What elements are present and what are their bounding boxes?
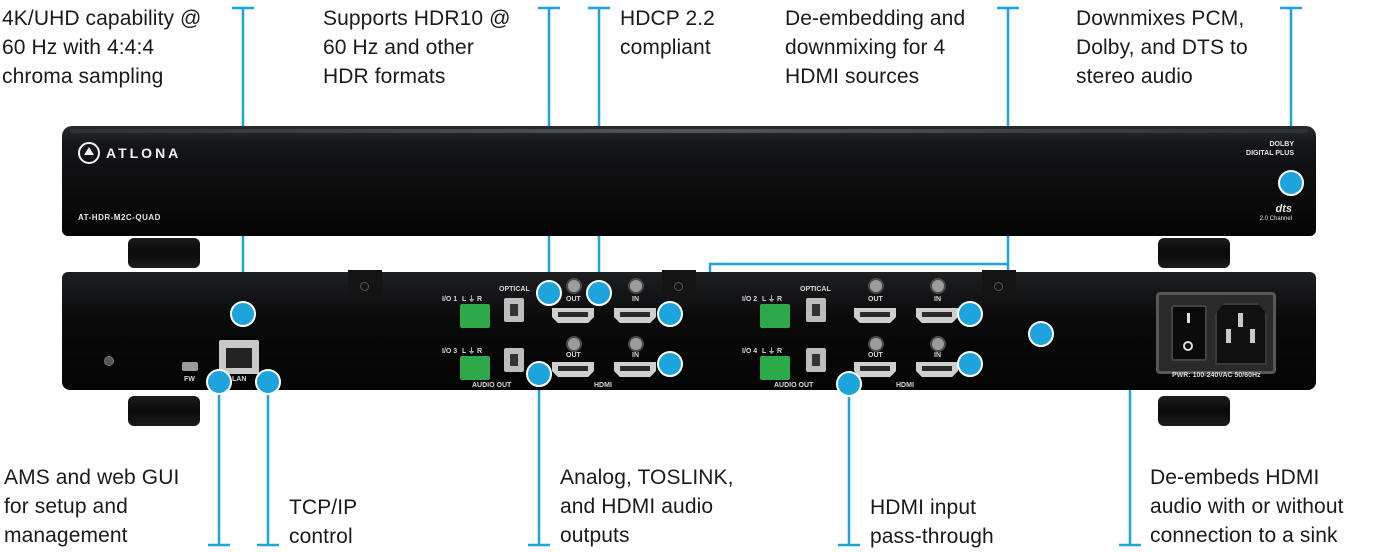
hdmi-screw — [930, 278, 946, 294]
hdmi-in-port — [916, 362, 958, 377]
iec-power-connector — [1215, 303, 1267, 365]
hdmi-screw — [566, 278, 582, 294]
in-label: IN — [632, 352, 639, 359]
power-switch — [1171, 305, 1207, 361]
front-foot-left — [128, 238, 200, 268]
power-inlet-module — [1156, 292, 1276, 374]
callout-audio-outputs: Analog, TOSLINK, and HDMI audio outputs — [560, 466, 734, 547]
audio-terminal — [760, 304, 790, 328]
optical-port — [806, 348, 826, 372]
io4-label: I/O 4 — [742, 348, 758, 355]
callout-hdcp: HDCP 2.2 compliant — [620, 7, 715, 59]
hdmi-screw — [628, 336, 644, 352]
out-label: OUT — [868, 296, 883, 303]
hdmi-out-port — [552, 362, 594, 377]
lr-label: L ⏚ R — [762, 348, 783, 355]
model-label: AT-HDR-M2C-QUAD — [78, 213, 161, 222]
lr-label: L ⏚ R — [462, 296, 483, 303]
device-front-panel: ATLONA AT-HDR-M2C-QUAD DOLBY DIGITAL PLUS… — [62, 126, 1316, 236]
callout-hdmi-passthrough: HDMI input pass-through — [870, 496, 994, 548]
power-rating-label: PWR: 100-240VAC 50/60Hz — [1172, 372, 1261, 379]
audio-terminal — [460, 304, 490, 328]
brand-text: ATLONA — [106, 145, 182, 161]
io3-label: I/O 3 — [442, 348, 458, 355]
out-label: OUT — [566, 296, 581, 303]
rear-foot-left — [128, 396, 200, 426]
hdmi-out-port — [854, 362, 896, 377]
dolby-text: DOLBY — [1269, 141, 1295, 148]
callout-hdr10: Supports HDR10 @ 60 Hz and other HDR for… — [323, 7, 511, 88]
rear-foot-right — [1158, 396, 1230, 426]
optical-port — [504, 348, 524, 372]
lan-port — [219, 340, 259, 374]
callout-deembedding: De-embedding and downmixing for 4 HDMI s… — [785, 7, 966, 88]
hdmi-screw — [868, 278, 884, 294]
atlona-logo: ATLONA — [78, 142, 181, 164]
hdmi-label: HDMI — [896, 382, 914, 389]
callout-ams-web-gui: AMS and web GUI for setup and management — [4, 466, 180, 547]
hdmi-in-port — [916, 308, 958, 323]
io2-label: I/O 2 — [742, 296, 758, 303]
dts-text: dts — [1275, 203, 1293, 215]
out-label: OUT — [566, 352, 581, 359]
hdmi-screw — [868, 336, 884, 352]
usb-fw-port — [182, 362, 198, 371]
in-label: IN — [934, 352, 941, 359]
optical-port — [806, 298, 826, 322]
mount-tab — [662, 270, 696, 300]
dolby-sub-text: DIGITAL PLUS — [1246, 150, 1294, 157]
status-led — [104, 356, 114, 366]
audio-out-label: AUDIO OUT — [472, 382, 512, 389]
hdmi-screw — [566, 336, 582, 352]
atlona-logo-icon — [78, 142, 100, 164]
hdmi-in-port — [614, 308, 656, 323]
in-label: IN — [632, 296, 639, 303]
audio-terminal — [760, 356, 790, 380]
fw-label: FW — [184, 376, 195, 383]
io1-label: I/O 1 — [442, 296, 458, 303]
lan-label: LAN — [232, 376, 247, 383]
dolby-logo: DOLBY DIGITAL PLUS — [1246, 140, 1294, 158]
optical-label: OPTICAL — [499, 286, 530, 293]
audio-out-label: AUDIO OUT — [774, 382, 814, 389]
hdmi-in-port — [614, 362, 656, 377]
callout-downmix: Downmixes PCM, Dolby, and DTS to stereo … — [1076, 7, 1248, 88]
front-foot-right — [1158, 238, 1230, 268]
callout-deembed-sink: De-embeds HDMI audio with or without con… — [1150, 466, 1344, 547]
optical-label: OPTICAL — [800, 286, 831, 293]
out-label: OUT — [868, 352, 883, 359]
hdmi-label: HDMI — [594, 382, 612, 389]
audio-terminal — [460, 356, 490, 380]
hdmi-screw — [930, 336, 946, 352]
lr-label: L ⏚ R — [462, 348, 483, 355]
hdmi-out-port — [552, 308, 594, 323]
mount-tab — [348, 270, 382, 300]
mount-tab — [982, 270, 1016, 300]
hdmi-out-port — [854, 308, 896, 323]
callout-tcp-ip: TCP/IP control — [289, 496, 358, 548]
lr-label: L ⏚ R — [762, 296, 783, 303]
in-label: IN — [934, 296, 941, 303]
dts-sub-text: 2.0 Channel — [1259, 216, 1292, 222]
callout-4k-uhd: 4K/UHD capability @ 60 Hz with 4:4:4 chr… — [2, 7, 202, 88]
optical-port — [504, 298, 524, 322]
hdmi-screw — [628, 278, 644, 294]
